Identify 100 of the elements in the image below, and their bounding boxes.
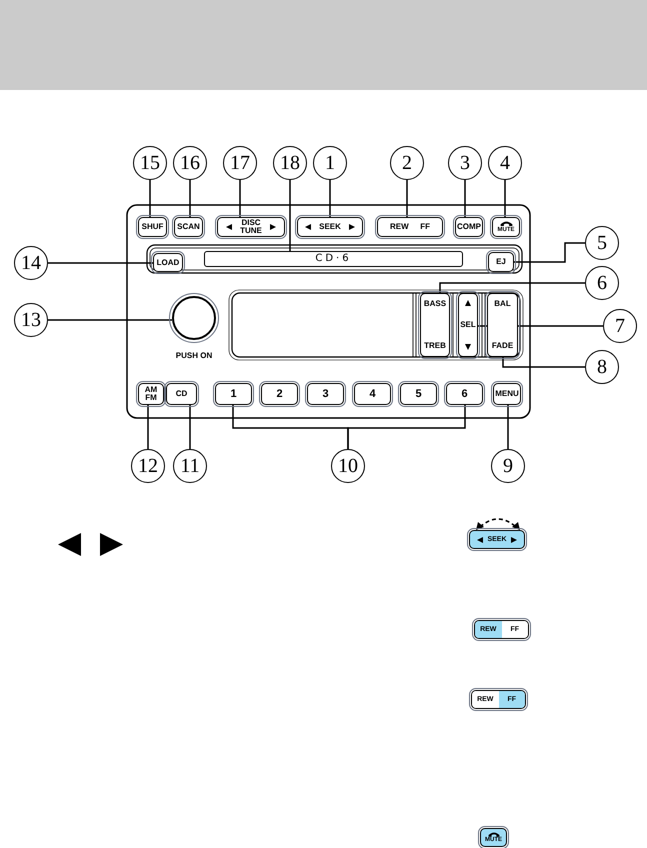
- leader-line: [189, 180, 191, 217]
- button-label: 2: [276, 388, 283, 400]
- callout-label: 7: [615, 316, 625, 336]
- radio-button: [217, 217, 285, 237]
- button-label: FF: [420, 223, 430, 231]
- radio-button: [493, 383, 521, 405]
- callout-label: 1: [325, 153, 335, 173]
- callout-label: 9: [503, 456, 513, 476]
- radio-button: [488, 252, 514, 272]
- callout-label: 13: [21, 310, 41, 330]
- radio-button: [377, 217, 443, 237]
- callout-label: 17: [230, 153, 250, 173]
- leader-line: [502, 357, 585, 368]
- callout-label: 5: [597, 233, 607, 253]
- button-label: DISC TUNE: [240, 219, 262, 235]
- callout-number: [223, 146, 257, 180]
- rocker-button: [458, 293, 478, 357]
- mute-button: [492, 217, 520, 237]
- knob-caption: PUSH ON: [174, 352, 214, 360]
- callout-number: [133, 146, 167, 180]
- volume-knob: [172, 296, 216, 340]
- button-label: SCAN: [177, 223, 200, 231]
- callout-label: 8: [597, 357, 607, 377]
- callout-label: 14: [21, 253, 41, 273]
- preset-button: [400, 383, 437, 405]
- preset-button: [354, 383, 391, 405]
- callout-number: [331, 449, 365, 483]
- rocker-button: [487, 293, 518, 357]
- button-label: 3: [322, 388, 329, 400]
- leader-line: [149, 180, 151, 217]
- callout-number: [313, 146, 347, 180]
- leader-line: [329, 180, 331, 217]
- leader-line: [507, 405, 509, 449]
- preset-button: [446, 383, 483, 405]
- callout-label: 11: [180, 456, 200, 476]
- leader-line: [189, 405, 191, 449]
- callout-label: 2: [402, 153, 412, 173]
- leader-line: [147, 405, 149, 449]
- button-label: BAL: [494, 300, 511, 308]
- button-label: 5: [415, 388, 422, 400]
- callout-number: [585, 226, 619, 260]
- button-label: TREB: [424, 342, 446, 350]
- button-label: 6: [461, 388, 468, 400]
- callout-label: 18: [280, 153, 300, 173]
- button-label: 1: [230, 388, 237, 400]
- rocker-button: [420, 293, 450, 357]
- radio-button: [297, 217, 363, 237]
- callout-number: [488, 146, 522, 180]
- button-label: FADE: [492, 342, 514, 350]
- callout-label: 4: [500, 153, 510, 173]
- button-label: SEEK: [319, 223, 341, 231]
- callout-label: 12: [138, 456, 158, 476]
- radio-button: [455, 217, 483, 237]
- leader-line: [239, 180, 241, 217]
- callout-number: [131, 449, 165, 483]
- radio-button: [138, 217, 167, 237]
- button-label: LOAD: [156, 258, 180, 266]
- radio-button: [153, 253, 183, 272]
- leader-line: [504, 180, 506, 217]
- callout-number: [585, 350, 619, 384]
- callout-number: [390, 146, 424, 180]
- button-label: CD: [176, 390, 188, 398]
- callout-label: 10: [338, 456, 358, 476]
- button-label: COMP: [457, 223, 481, 231]
- leader-line: [289, 180, 291, 251]
- callout-number: [173, 146, 207, 180]
- callout-number: [14, 246, 48, 280]
- button-label: MENU: [495, 390, 519, 398]
- callout-number: [585, 266, 619, 300]
- button-label: SEL: [460, 321, 476, 329]
- radio-button: [138, 383, 164, 405]
- button-label: 4: [369, 388, 376, 400]
- radio-button: [174, 217, 203, 237]
- callout-number: [491, 449, 525, 483]
- button-label: SHUF: [142, 223, 164, 231]
- callout-number: [14, 303, 48, 337]
- cd-slot: [204, 251, 463, 267]
- leader-line: [48, 319, 172, 321]
- leader-line: [439, 282, 585, 293]
- leader-line: [347, 405, 466, 449]
- callout-number: [603, 309, 637, 343]
- callout-number: [173, 449, 207, 483]
- button-label: REW: [390, 223, 409, 231]
- button-label: BASS: [424, 300, 446, 308]
- callout-number: [448, 146, 482, 180]
- leader-line: [514, 242, 585, 263]
- button-label: EJ: [496, 258, 506, 266]
- button-label: AM FM: [144, 386, 158, 402]
- leader-line: [48, 262, 153, 264]
- callout-label: 16: [180, 153, 200, 173]
- leader-line: [464, 180, 466, 217]
- callout-label: 6: [597, 273, 607, 293]
- preset-button: [261, 383, 298, 405]
- callout-number: [273, 146, 307, 180]
- radio-button: [166, 383, 197, 405]
- slot-label: CD·6: [315, 254, 352, 264]
- preset-button: [215, 383, 252, 405]
- callout-label: 15: [140, 153, 160, 173]
- callout-label: 3: [460, 153, 470, 173]
- preset-button: [307, 383, 344, 405]
